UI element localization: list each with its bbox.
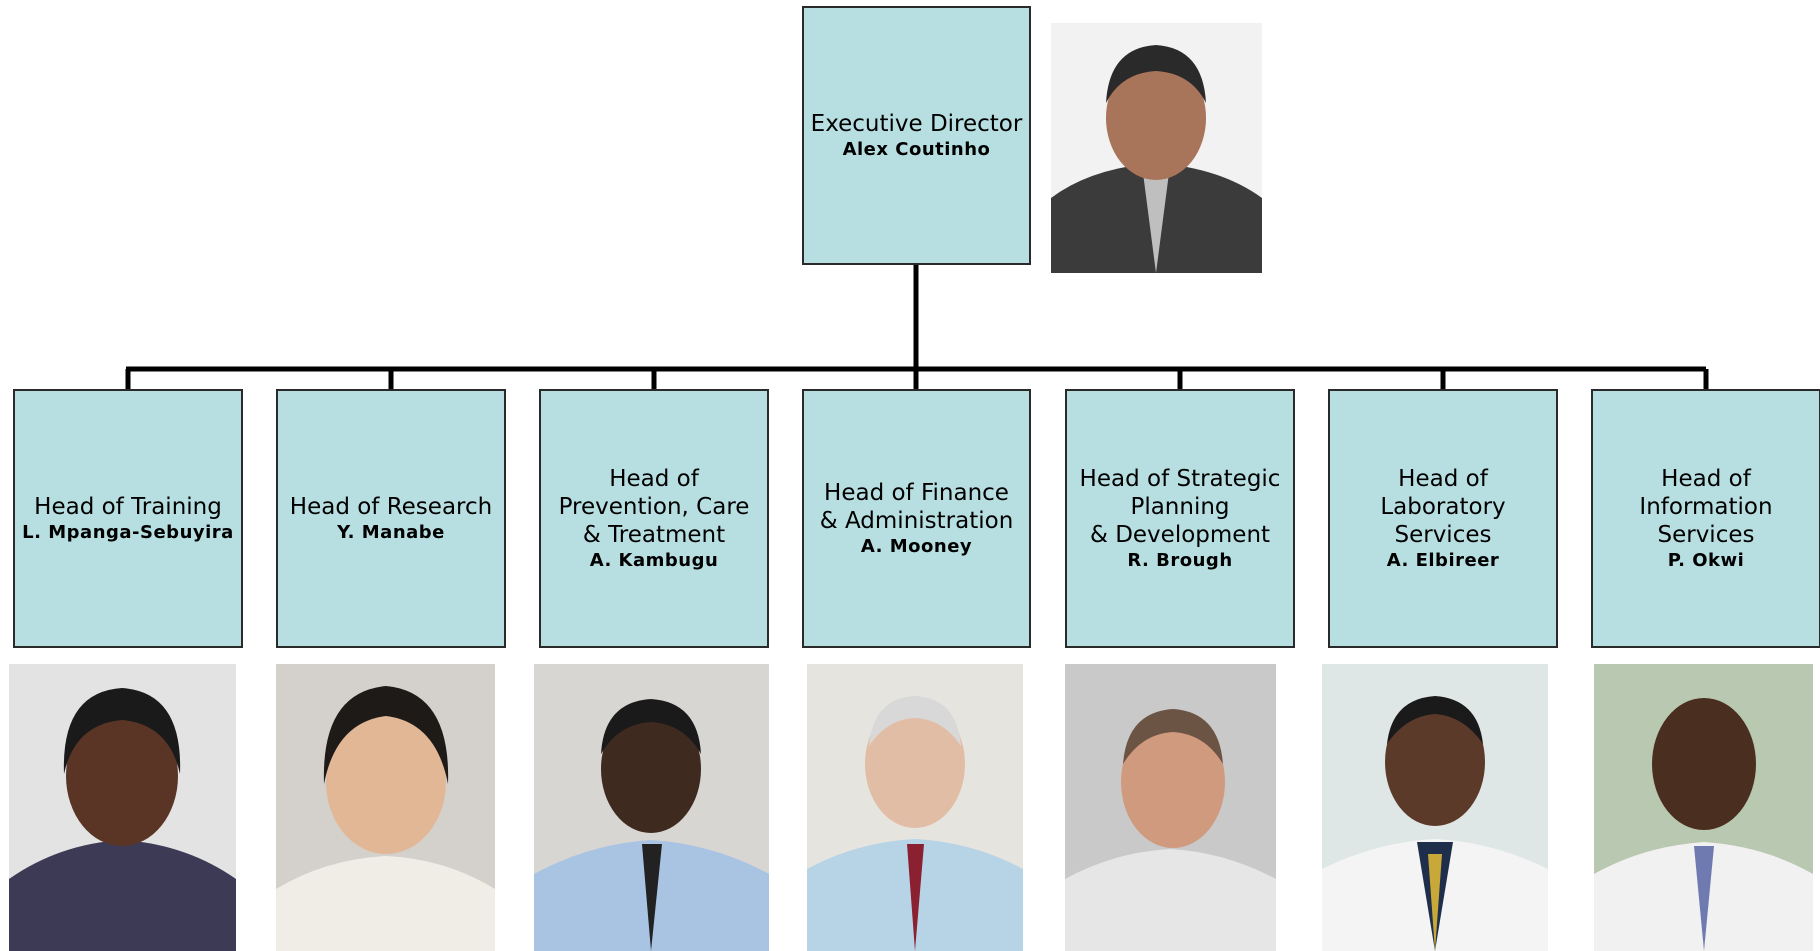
head-title-prevention: Head of Prevention, Care & Treatment: [558, 465, 750, 548]
head-name-strategic: R. Brough: [1127, 549, 1233, 571]
portrait-photo-icon: [1322, 664, 1548, 951]
head-portrait-photo-prevention: [534, 664, 769, 951]
portrait-photo-icon: [807, 664, 1023, 951]
head-box-information: Head of Information Services P. Okwi: [1591, 389, 1820, 648]
head-box-prevention: Head of Prevention, Care & Treatment A. …: [539, 389, 769, 648]
portrait-photo-icon: [276, 664, 495, 951]
head-title-research: Head of Research: [289, 493, 493, 520]
head-box-finance: Head of Finance & Administration A. Moon…: [802, 389, 1031, 648]
head-portrait-photo-strategic: [1065, 664, 1276, 951]
head-name-research: Y. Manabe: [337, 521, 445, 543]
portrait-photo-icon: [534, 664, 769, 951]
head-portrait-photo-finance: [807, 664, 1023, 951]
head-name-laboratory: A. Elbireer: [1386, 549, 1500, 571]
head-title-information: Head of Information Services: [1639, 465, 1773, 548]
portrait-photo-icon: [1594, 664, 1813, 951]
head-title-strategic: Head of Strategic Planning & Development: [1079, 465, 1281, 548]
head-title-laboratory: Head of Laboratory Services: [1380, 465, 1506, 548]
head-portrait-photo-laboratory: [1322, 664, 1548, 951]
director-portrait-photo: [1051, 23, 1262, 273]
head-box-training: Head of Training L. Mpanga-Sebuyira: [13, 389, 243, 648]
head-box-laboratory: Head of Laboratory Services A. Elbireer: [1328, 389, 1558, 648]
head-portrait-photo-training: [9, 664, 236, 951]
director-title: Executive Director: [810, 110, 1023, 137]
head-title-finance: Head of Finance & Administration: [819, 479, 1014, 534]
head-box-strategic: Head of Strategic Planning & Development…: [1065, 389, 1295, 648]
head-name-training: L. Mpanga-Sebuyira: [22, 521, 234, 543]
head-title-training: Head of Training: [34, 493, 222, 520]
head-box-research: Head of Research Y. Manabe: [276, 389, 506, 648]
portrait-photo-icon: [9, 664, 236, 951]
head-portrait-photo-research: [276, 664, 495, 951]
head-name-finance: A. Mooney: [860, 535, 973, 557]
portrait-photo-icon: [1051, 23, 1262, 273]
director-name: Alex Coutinho: [842, 138, 991, 160]
portrait-photo-icon: [1065, 664, 1276, 951]
director-box: Executive Director Alex Coutinho: [802, 6, 1031, 265]
head-name-information: P. Okwi: [1667, 549, 1745, 571]
head-name-prevention: A. Kambugu: [589, 549, 719, 571]
head-portrait-photo-information: [1594, 664, 1813, 951]
